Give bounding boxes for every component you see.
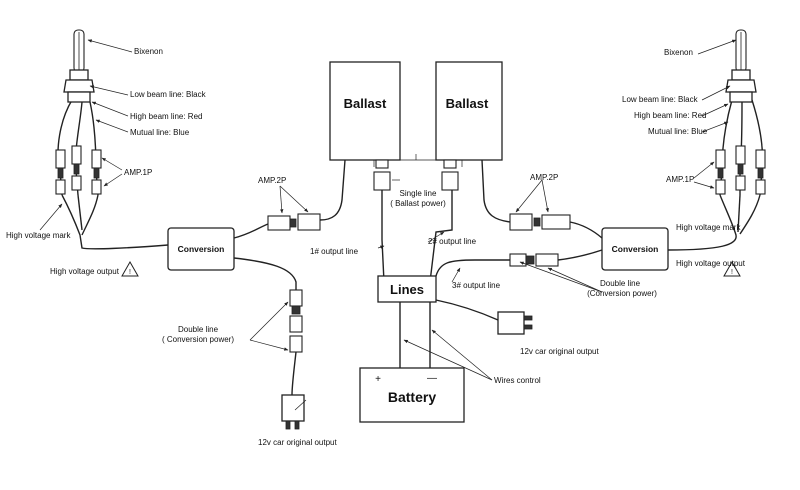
left-high-voltage-mark-label: High voltage mark xyxy=(6,231,71,240)
left-amp2p-label: AMP.2P xyxy=(258,176,286,185)
right-amp1p-label: AMP.1P xyxy=(666,175,694,184)
left-amp2p-connector xyxy=(267,213,321,231)
right-high-voltage-mark-label: High voltage mark xyxy=(676,223,741,232)
lines-to-right-relay xyxy=(435,299,499,321)
right-mutual-label: Mutual line: Blue xyxy=(648,127,708,136)
left-amp1p-connectors xyxy=(55,145,102,195)
left-ballast: Ballast xyxy=(329,61,401,191)
right-amp2p-to-conv xyxy=(569,221,603,239)
left-relay xyxy=(281,394,305,430)
right-double-to-conv xyxy=(557,249,603,261)
battery-plus: + xyxy=(375,374,381,385)
lines-label: Lines xyxy=(390,282,424,297)
right-hv-harness-3 xyxy=(739,194,761,235)
left-hv-harness-2 xyxy=(77,194,83,231)
battery-label: Battery xyxy=(388,389,436,405)
left-double-line-sub-label: ( Conversion power) xyxy=(162,335,234,344)
leader-lines xyxy=(39,39,737,411)
right-high-beam-label: High beam line: Red xyxy=(634,111,706,120)
left-ballast-to-lines xyxy=(381,190,385,283)
left-conversion-label: Conversion xyxy=(178,244,225,254)
left-high-voltage-output-label: High voltage output xyxy=(50,267,120,276)
right-car-output-label: 12v car original output xyxy=(520,347,599,356)
right-relay xyxy=(497,311,533,335)
right-low-beam-label: Low beam line: Black xyxy=(622,95,699,104)
lines-box: Lines xyxy=(377,275,437,303)
right-ballast-to-amp2p xyxy=(481,159,511,223)
right-ballast-to-lines xyxy=(429,190,453,283)
right-conversion-label: Conversion xyxy=(612,244,659,254)
left-low-beam-label: Low beam line: Black xyxy=(130,90,207,99)
svg-text:!: ! xyxy=(731,269,733,276)
right-double-line-label: Double line xyxy=(600,279,641,288)
left-mutual-label: Mutual line: Blue xyxy=(130,128,190,137)
left-hv-harness-3 xyxy=(81,194,99,236)
left-bixenon-bulb xyxy=(63,29,95,103)
left-amp2p-to-ballast xyxy=(319,159,346,221)
left-car-output-label: 12v car original output xyxy=(258,438,337,447)
svg-text:!: ! xyxy=(129,269,131,276)
right-ballast-label: Ballast xyxy=(446,96,489,111)
right-bixenon-label: Bixenon xyxy=(664,48,693,57)
left-labels: Bixenon Low beam line: Black High beam l… xyxy=(6,47,337,447)
left-conv-to-double xyxy=(233,257,297,290)
center-labels: Single line ( Ballast power) 1# output l… xyxy=(310,189,541,385)
left-ballast-label: Ballast xyxy=(344,96,387,111)
left-double-line-connector xyxy=(289,289,303,353)
left-hv-harness xyxy=(61,194,169,250)
left-conv-to-amp2p xyxy=(233,223,269,239)
single-line-label: Single line xyxy=(400,189,437,198)
right-high-voltage-output-label: High voltage output xyxy=(676,259,746,268)
wires-control-label: Wires control xyxy=(494,376,541,385)
right-amp1p-connectors xyxy=(715,145,766,195)
left-double-line-label: Double line xyxy=(178,325,219,334)
left-amp1p-label: AMP.1P xyxy=(124,168,152,177)
left-hv-warning-icon: ! xyxy=(121,260,139,277)
right-double-line-connector xyxy=(509,253,559,267)
output-3-label: 3# output line xyxy=(452,281,501,290)
right-double-line-sub-label: (Conversion power) xyxy=(587,289,657,298)
battery-minus: — xyxy=(427,373,437,384)
left-double-to-relay xyxy=(291,351,297,396)
output-2-label: 2# output line xyxy=(428,237,477,246)
battery: + — Battery xyxy=(359,367,465,423)
right-labels: Bixenon Low beam line: Black High beam l… xyxy=(520,48,746,356)
left-high-beam-label: High beam line: Red xyxy=(130,112,202,121)
right-amp2p-connector xyxy=(509,213,571,231)
right-hv-warning-icon: ! xyxy=(723,260,741,277)
single-line-sub-label: ( Ballast power) xyxy=(390,199,446,208)
right-ballast: Ballast xyxy=(435,61,503,191)
right-hv-harness xyxy=(667,194,737,251)
right-bixenon-bulb xyxy=(725,29,757,103)
left-conversion: Conversion xyxy=(167,227,235,271)
right-hv-harness-2 xyxy=(737,194,741,233)
right-amp2p-label: AMP.2P xyxy=(530,173,558,182)
left-bixenon-label: Bixenon xyxy=(134,47,163,56)
output-1-label: 1# output line xyxy=(310,247,359,256)
right-conversion: Conversion xyxy=(601,227,669,271)
lines-to-right-double xyxy=(435,259,510,277)
